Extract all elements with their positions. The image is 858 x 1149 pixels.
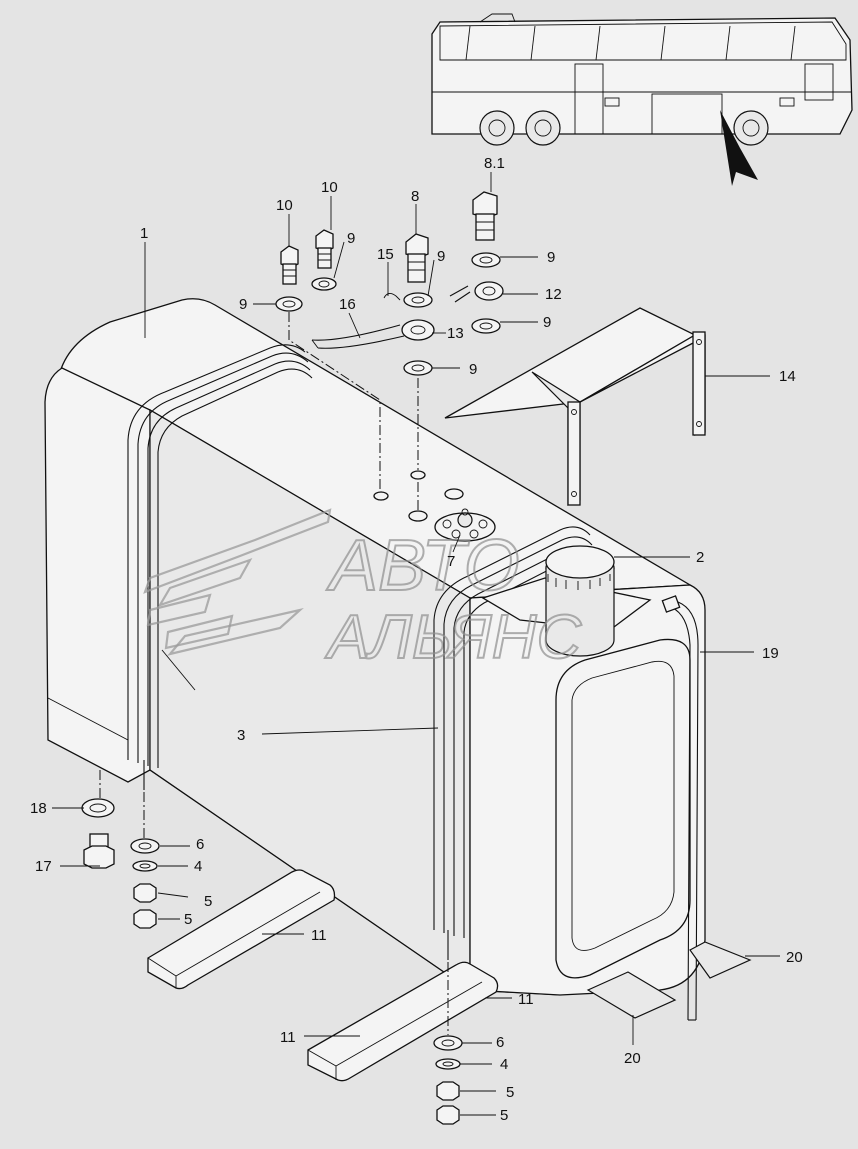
- callout-14: 14: [779, 368, 796, 385]
- callout-2: 2: [696, 549, 704, 566]
- callout-13: 13: [447, 325, 464, 342]
- callout-9: 9: [347, 230, 355, 247]
- callout-11: 11: [518, 991, 534, 1008]
- callout-9: 9: [469, 361, 477, 378]
- callout-9: 9: [239, 296, 247, 313]
- callout-19: 19: [762, 645, 779, 662]
- callout-1: 1: [140, 225, 148, 242]
- callout-18: 18: [30, 800, 47, 817]
- callout-6: 6: [496, 1034, 504, 1051]
- filler-cap: [481, 545, 652, 657]
- fasteners-left: [130, 838, 160, 929]
- support-saddle-left: [147, 869, 336, 990]
- rubber-pads: [586, 941, 752, 1019]
- callout-10: 10: [321, 179, 338, 196]
- callout-7: 7: [447, 553, 455, 570]
- callout-9: 9: [437, 248, 445, 265]
- drain-plug-assembly: [81, 798, 115, 869]
- location-arrow-icon: [720, 110, 758, 186]
- bus-location-illustration: [431, 13, 853, 186]
- callout-20: 20: [624, 1050, 641, 1067]
- fuel-sender-flange: [373, 470, 496, 542]
- support-saddle-right: [307, 961, 499, 1082]
- banjo-bolt-8-1: [471, 191, 501, 268]
- callout-9: 9: [543, 314, 551, 331]
- vent-hose: [661, 595, 699, 1021]
- banjo-fitting-12: [449, 281, 504, 334]
- callout-15: 15: [377, 246, 394, 263]
- callout-labels: 1 2 3 4 4 5 5 5 5 6 6 7 8 8.1 9 9 9 9 9 …: [30, 155, 803, 1124]
- callout-4: 4: [500, 1056, 508, 1073]
- callout-11: 11: [280, 1029, 296, 1046]
- callout-11: 11: [311, 927, 327, 944]
- fittings-assembly: [99, 191, 504, 1035]
- callout-8: 8: [411, 188, 419, 205]
- callout-5: 5: [500, 1107, 508, 1124]
- callout-8-1: 8.1: [484, 155, 505, 172]
- banjo-fitting-13: [311, 319, 435, 376]
- callout-10: 10: [276, 197, 293, 214]
- callout-16: 16: [339, 296, 356, 313]
- watermark-text-line1: АВТО: [326, 526, 520, 606]
- tank-strap-left: [127, 344, 313, 790]
- watermark-text-line2: АЛЬЯНС: [324, 603, 582, 672]
- banjo-bolt-8: [403, 233, 433, 308]
- callout-5: 5: [184, 911, 192, 928]
- mounting-bracket: [444, 307, 706, 506]
- callout-6: 6: [196, 836, 204, 853]
- leader-lines: [52, 172, 780, 1116]
- callout-17: 17: [35, 858, 52, 875]
- callout-4: 4: [194, 858, 202, 875]
- watermark-logo: АВТО АЛЬЯНС: [143, 508, 583, 673]
- banjo-bolt-10-left: [275, 245, 303, 312]
- callout-3: 3: [237, 727, 245, 744]
- fuel-tank: [44, 298, 706, 996]
- callout-12: 12: [545, 286, 562, 303]
- banjo-bolt-10-right: [311, 229, 337, 291]
- fasteners-right: [433, 1035, 463, 1125]
- callout-5: 5: [506, 1084, 514, 1101]
- callout-9: 9: [547, 249, 555, 266]
- clip-15: [383, 293, 401, 301]
- callout-5: 5: [204, 893, 212, 910]
- callout-20: 20: [786, 949, 803, 966]
